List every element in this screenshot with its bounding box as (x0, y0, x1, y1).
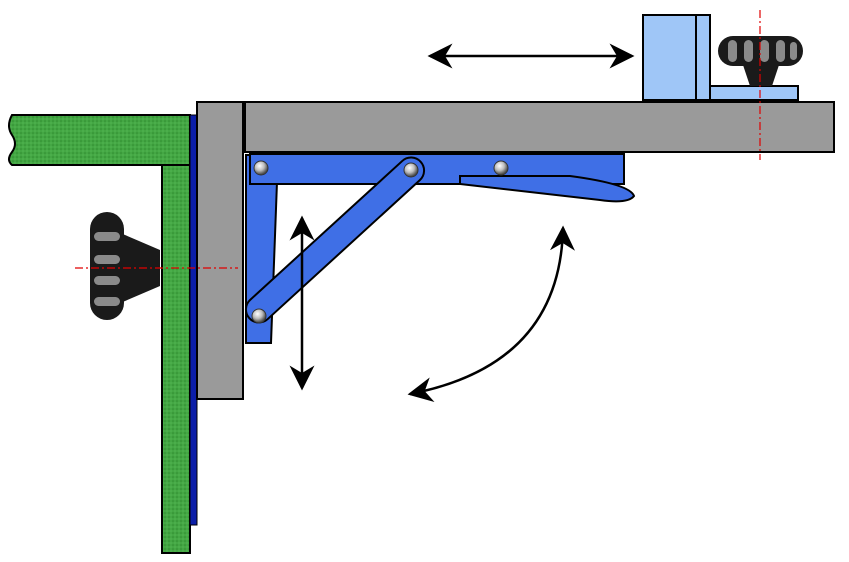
gray-horizontal-beam (244, 101, 835, 153)
green-board (8, 114, 191, 554)
green-board-vertical (161, 164, 191, 554)
blue-strip (189, 114, 198, 526)
blue-mechanism (244, 153, 636, 344)
pivot-pin-icon (251, 308, 267, 324)
pivot-pin-icon (493, 160, 509, 176)
blue-release-lever (459, 175, 636, 203)
green-board-horizontal (8, 114, 191, 166)
knob-icon (718, 36, 803, 86)
stop-block-base (709, 85, 799, 101)
stop-block-edge (695, 14, 711, 101)
curved-double-arrow-icon (407, 225, 575, 402)
pivot-pin-icon (253, 160, 269, 176)
sliding-stop-block (642, 14, 799, 101)
gray-vertical-plate (196, 101, 244, 400)
knob-icon (90, 212, 160, 320)
stop-block-upright (642, 14, 697, 101)
pivot-pin-icon (403, 162, 419, 178)
